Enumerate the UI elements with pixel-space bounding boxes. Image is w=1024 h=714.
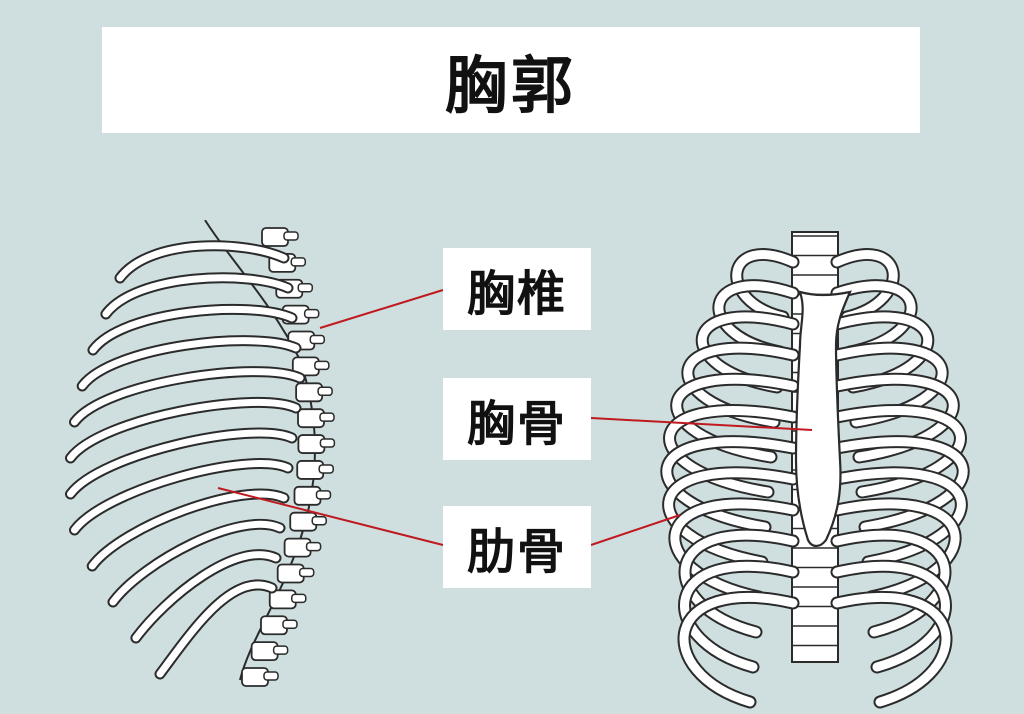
frontal-rib-fill xyxy=(665,406,798,497)
lateral-spinous-process xyxy=(297,283,314,293)
frontal-rib-fill xyxy=(732,250,798,322)
lateral-spinous-process xyxy=(314,360,330,371)
lateral-spinous-process xyxy=(309,334,326,345)
lateral-spinous-process xyxy=(319,438,336,448)
leader-lines xyxy=(217,289,813,546)
lateral-spine xyxy=(204,219,336,687)
label-sternum-text: 胸骨 xyxy=(466,396,567,452)
frontal-rib-fill xyxy=(664,468,798,567)
page-title: 胸郭 xyxy=(444,49,577,122)
label-ribs-text: 肋骨 xyxy=(466,524,567,580)
frontal-rib-fill xyxy=(832,250,898,322)
lateral-rib-fill xyxy=(71,460,292,534)
frontal-rib-fill xyxy=(832,406,965,497)
label-thoracic-vertebrae: 胸椎 xyxy=(443,248,591,330)
frontal-rib-fill xyxy=(832,593,951,707)
frontal-rib-fill xyxy=(680,561,798,672)
lateral-spinous-process xyxy=(303,308,320,319)
lateral-spinous-process xyxy=(319,412,335,422)
frontal-rib-fill xyxy=(832,437,968,532)
lateral-spinous-process xyxy=(263,671,279,681)
lateral-rib-fill xyxy=(156,581,276,678)
sternum-shape xyxy=(794,290,852,548)
frontal-rib-fill xyxy=(832,468,966,567)
lateral-vertebrae-group xyxy=(241,227,336,687)
lateral-spinous-process xyxy=(290,593,307,604)
label-thoracic-vertebrae-text: 胸椎 xyxy=(466,266,567,322)
lateral-spinous-process xyxy=(282,619,298,629)
frontal-rib-fill xyxy=(662,437,798,532)
frontal-ribs-group xyxy=(660,248,970,709)
lateral-spinous-process xyxy=(290,257,307,267)
label-sternum: 胸骨 xyxy=(443,378,591,460)
lateral-rib-fill xyxy=(67,429,296,498)
lateral-spinous-process xyxy=(317,386,333,397)
lateral-spinous-process xyxy=(315,490,332,500)
leader-line-sternum xyxy=(590,417,813,431)
lateral-spine-cut xyxy=(200,212,290,220)
lateral-rib-fill xyxy=(71,368,304,426)
lateral-spinous-process xyxy=(283,231,299,241)
leader-line-ribs-right xyxy=(590,514,681,546)
title-box: 胸郭 xyxy=(102,27,920,133)
label-ribs: 肋骨 xyxy=(443,506,591,588)
leader-line-ribs-left xyxy=(217,487,444,546)
lateral-rib-fill xyxy=(102,274,292,318)
lateral-rib-fill xyxy=(78,337,300,390)
lateral-rib-fill xyxy=(89,305,296,354)
leader-line-thoracic-vertebrae xyxy=(319,289,444,329)
lateral-rib-fill xyxy=(109,520,284,606)
lateral-spinous-process xyxy=(311,515,327,526)
lateral-rib-fill xyxy=(132,551,280,642)
lateral-rib-fill xyxy=(67,399,300,462)
frontal-rib-fill xyxy=(680,530,798,637)
lateral-rib-fill xyxy=(88,490,288,570)
lateral-rib-fill xyxy=(116,242,288,282)
frontal-rib-fill xyxy=(832,530,950,637)
lateral-spinous-process xyxy=(318,464,334,474)
lateral-spinous-process xyxy=(298,567,315,578)
frontal-thorax-view xyxy=(660,231,970,709)
lateral-spinous-process xyxy=(272,645,289,655)
frontal-rib-fill xyxy=(670,499,798,602)
frontal-rib-fill xyxy=(679,593,798,707)
lateral-thorax-view xyxy=(65,212,336,687)
frontal-rib-fill xyxy=(832,561,950,672)
frontal-rib-fill xyxy=(832,499,960,602)
lateral-ribs-group xyxy=(65,240,306,680)
lateral-spinous-process xyxy=(305,541,322,552)
